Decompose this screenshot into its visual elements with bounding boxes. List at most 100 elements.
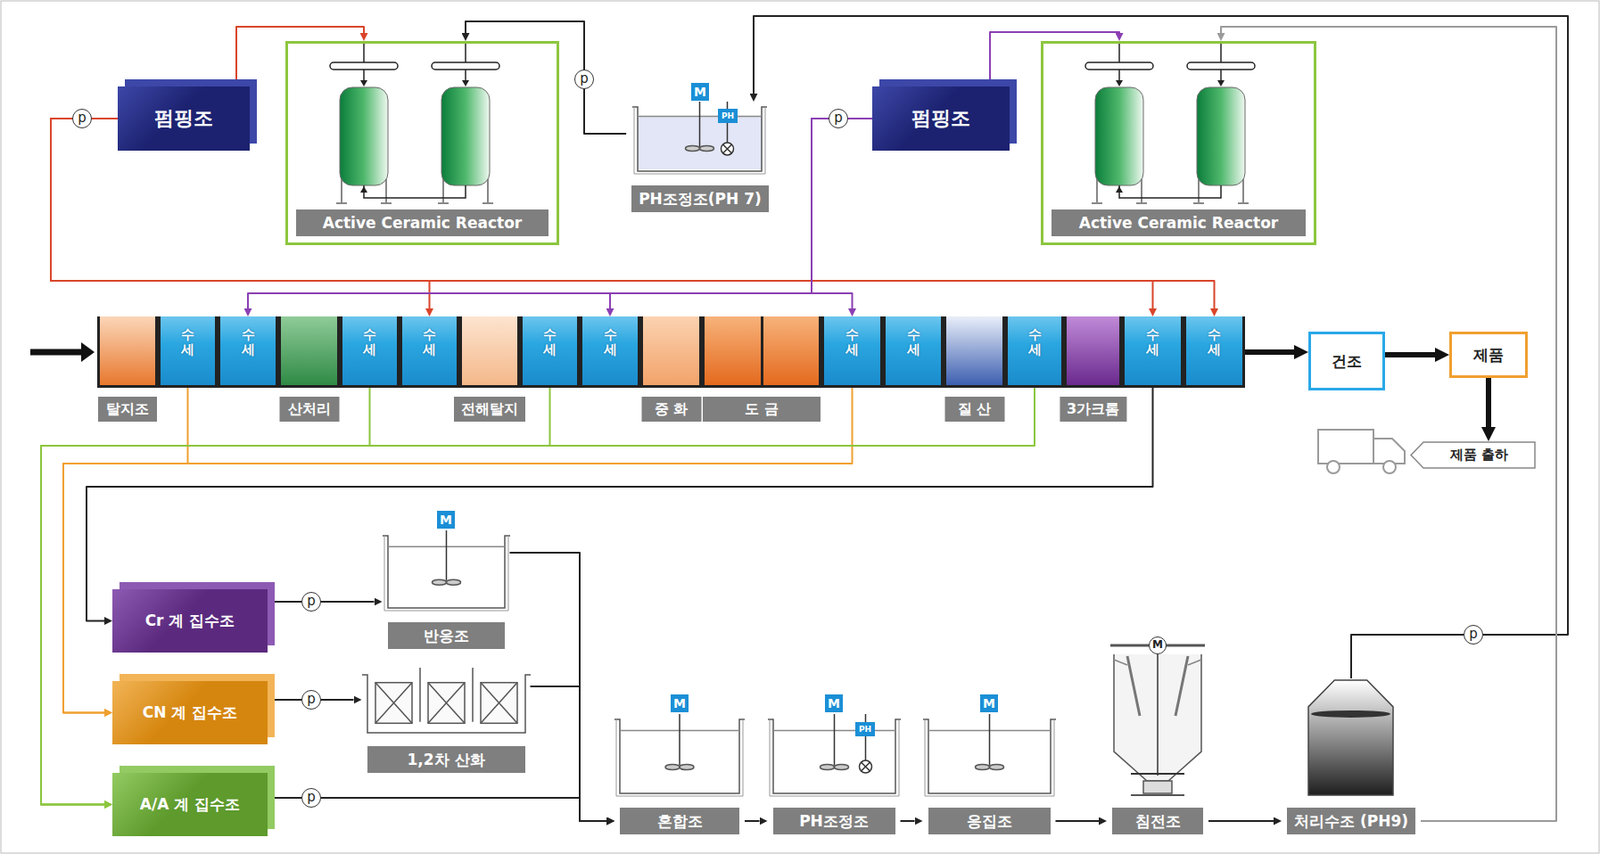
tank-drawing <box>382 530 511 612</box>
node-label: Active Ceramic Reactor <box>296 209 549 237</box>
node-label: 수세 <box>603 327 618 357</box>
rinse-tank: 수세 <box>399 316 460 388</box>
tank-drawing <box>767 714 901 798</box>
pipe-connector <box>1208 820 1274 823</box>
node-label: 수세 <box>241 327 256 357</box>
truck <box>1318 429 1405 474</box>
reaction-tank: 반응조 <box>382 530 511 650</box>
node-label: PH조정조(PH 7) <box>631 185 769 213</box>
node-label: Cr 계 집수조 <box>145 610 236 632</box>
node-label: 산처리 <box>279 396 339 422</box>
shipping-tag: 제품 출하 <box>1410 441 1536 470</box>
process-tank: 중 화 <box>640 316 702 388</box>
tank-drawing <box>632 101 768 175</box>
dryer-box: 건조 <box>1308 331 1386 391</box>
node-label: 응집조 <box>928 808 1051 835</box>
node-label: 수세 <box>422 327 437 357</box>
tank-drawing <box>1305 678 1396 798</box>
collection-tank: A/A 계 집수조 <box>112 773 268 837</box>
node-label: 중 화 <box>641 396 702 422</box>
node-label: 펌핑조 <box>911 105 971 132</box>
node-label: A/A 계 집수조 <box>140 794 240 816</box>
pipe-connector <box>753 16 1568 679</box>
node-label: 질 산 <box>944 396 1005 422</box>
line-input-arrow <box>30 342 95 363</box>
node-label: 반응조 <box>387 622 505 650</box>
pipe-connector <box>247 118 873 309</box>
mixing-tank: 혼합조 <box>614 714 745 835</box>
process-tank: 질 산 <box>943 316 1006 388</box>
motor-symbol: M <box>437 511 455 529</box>
node-label: 수세 <box>1028 327 1042 357</box>
ph-sensor: PH <box>855 722 875 737</box>
node-label: CN 계 집수조 <box>142 702 239 724</box>
node-label: 1,2차 산화 <box>367 746 526 774</box>
motor-symbol: M <box>824 694 843 713</box>
process-tank: 도 금 <box>701 316 822 388</box>
pipe-connector <box>465 21 627 134</box>
ph-adjust-tank: PH조정조 <box>767 714 901 835</box>
process-tank: 전해탈지 <box>459 316 520 388</box>
pipe-connector <box>41 387 371 806</box>
rinse-tank: 수세 <box>579 316 641 388</box>
reactor-group: Active Ceramic Reactor <box>285 41 560 246</box>
node-label: 건조 <box>1331 351 1362 372</box>
settling-tank: 침전조 <box>1106 635 1209 835</box>
node-label: 수세 <box>1146 327 1160 357</box>
motor-symbol: M <box>691 82 710 101</box>
pipe-connector <box>1220 26 1557 822</box>
reactor-group: Active Ceramic Reactor <box>1040 41 1317 246</box>
node-label: 펌핑조 <box>154 105 214 132</box>
node-label: 수세 <box>362 327 377 357</box>
tank-drawing <box>1106 635 1209 798</box>
rinse-tank: 수세 <box>339 316 400 388</box>
pumping-tank: 펌핑조 <box>117 86 250 151</box>
pump-symbol: p <box>301 690 322 710</box>
pipe-connector <box>1485 378 1492 428</box>
node-label: 제품 출하 <box>1450 446 1509 464</box>
rinse-tank: 수세 <box>1121 316 1184 388</box>
collection-tank: Cr 계 집수조 <box>112 589 268 653</box>
node-label: 수세 <box>181 327 195 357</box>
pump-symbol: p <box>574 69 594 90</box>
node-label: PH조정조 <box>773 808 896 835</box>
rinse-tank: 수세 <box>1005 316 1064 388</box>
rinse-tank: 수세 <box>217 316 279 388</box>
motor-symbol: M <box>670 694 689 713</box>
node-label: 수세 <box>1207 327 1221 357</box>
pipe-connector <box>86 387 1154 622</box>
tank-divider <box>760 316 764 386</box>
treated-water-tank: 처리수조 (PH9) <box>1281 678 1421 835</box>
node-label: Active Ceramic Reactor <box>1051 209 1306 237</box>
rinse-tank: 수세 <box>519 316 580 388</box>
tank-drawing <box>362 668 531 736</box>
pump-symbol: p <box>301 788 322 809</box>
rinse-tank: 수세 <box>1183 316 1246 388</box>
process-tank: 3가크롬 <box>1063 316 1122 388</box>
node-label: 전해탈지 <box>453 396 526 422</box>
rinse-tank: 수세 <box>821 316 883 388</box>
pipe-connector <box>811 118 873 309</box>
rinse-tank: 수세 <box>882 316 944 388</box>
node-label: 수세 <box>543 327 557 357</box>
oxidation-tank: 1,2차 산화 <box>362 668 531 774</box>
pipe-connector <box>900 820 916 823</box>
pipe-connector <box>744 820 760 823</box>
pipe-connector <box>63 387 853 714</box>
node-label: 도 금 <box>702 396 821 422</box>
product-box: 제품 <box>1449 331 1528 379</box>
pipe-connector <box>1245 349 1295 355</box>
pipe-connector <box>1055 820 1100 823</box>
pipe-connector <box>530 686 608 822</box>
node-label: 탈지조 <box>98 396 157 422</box>
pump-symbol: p <box>828 108 849 129</box>
node-label: 혼합조 <box>619 808 740 835</box>
node-label: 처리수조 (PH9) <box>1286 808 1416 835</box>
coagulation-tank: 응집조 <box>923 714 1056 835</box>
pumping-tank: 펌핑조 <box>872 86 1010 151</box>
process-tank: 탈지조 <box>97 316 158 388</box>
rinse-tank: 수세 <box>157 316 218 388</box>
ph-adjust-tank: PH조정조(PH 7) <box>626 101 775 213</box>
tank-drawing <box>923 714 1056 798</box>
